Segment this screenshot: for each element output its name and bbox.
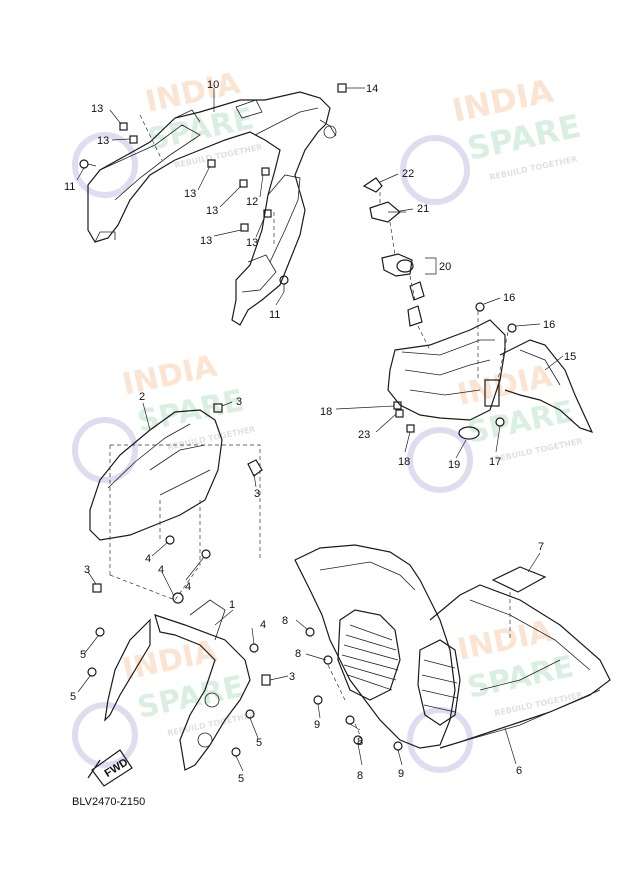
callout-20: 20 [439, 261, 451, 273]
callout-9: 9 [314, 719, 320, 731]
callout-9: 9 [398, 768, 404, 780]
diagram-code: BLV2470-Z150 [72, 796, 146, 808]
callout-13: 13 [97, 135, 109, 147]
side-cover-assembly [79, 83, 347, 326]
callout-22: 22 [402, 168, 414, 180]
callout-12: 12 [246, 196, 258, 208]
callout-13: 13 [91, 103, 103, 115]
watermark-mid-left: INDIA SPARE REBUILD TOGETHER [72, 349, 256, 483]
callout-23: 23 [358, 429, 370, 441]
callout-2: 2 [139, 391, 145, 403]
callout-3: 3 [236, 396, 242, 408]
watermark-top-left: INDIA SPARE REBUILD TOGETHER [72, 66, 263, 198]
callout-1: 1 [229, 599, 235, 611]
callout-14: 14 [366, 83, 378, 95]
callout-3: 3 [84, 564, 90, 576]
callout-18: 18 [320, 406, 332, 418]
callout-10: 10 [207, 79, 219, 91]
front-fender-assembly [87, 403, 271, 771]
callout-8: 8 [357, 736, 363, 748]
callout-labels: 10 14 13 13 11 13 13 12 13 13 11 22 21 2… [64, 79, 576, 785]
callout-11: 11 [64, 181, 75, 193]
callout-13: 13 [206, 205, 218, 217]
radiator-cover-assembly [294, 544, 611, 751]
rear-fender-assembly [362, 177, 594, 440]
callout-15: 15 [564, 351, 576, 363]
callout-4: 4 [185, 581, 191, 593]
callout-11: 11 [269, 309, 280, 321]
callout-16: 16 [543, 319, 555, 331]
leaders-top-left [76, 87, 365, 306]
callout-13: 13 [246, 237, 258, 249]
watermark-top-right: INDIA SPARE REBUILD TOGETHER [400, 71, 584, 205]
callout-5: 5 [80, 649, 86, 661]
callout-8: 8 [295, 648, 301, 660]
callout-4: 4 [145, 553, 151, 565]
leaders-middle-left [77, 401, 289, 772]
leaders-bottom-right [295, 552, 541, 766]
callout-3: 3 [289, 671, 295, 683]
callout-5: 5 [256, 737, 262, 749]
callout-18: 18 [398, 456, 410, 468]
callout-17: 17 [489, 456, 501, 468]
callout-19: 19 [448, 459, 460, 471]
callout-16: 16 [503, 292, 515, 304]
callout-3: 3 [254, 488, 260, 500]
callout-6: 6 [516, 765, 522, 777]
leaders-top-right [335, 173, 564, 459]
callout-21: 21 [417, 203, 429, 215]
callout-13: 13 [184, 188, 196, 200]
callout-7: 7 [538, 541, 544, 553]
callout-4: 4 [260, 619, 266, 631]
callout-8: 8 [357, 770, 363, 782]
callout-8: 8 [282, 615, 288, 627]
callout-5: 5 [238, 773, 244, 785]
callout-4: 4 [158, 564, 164, 576]
callout-5: 5 [70, 691, 76, 703]
watermark-bottom-right: INDIA SPARE REBUILD TOGETHER [407, 614, 583, 773]
radiator-grille [341, 624, 399, 691]
callout-13: 13 [200, 235, 212, 247]
watermark-bottom-left: INDIA SPARE REBUILD TOGETHER [72, 634, 256, 768]
